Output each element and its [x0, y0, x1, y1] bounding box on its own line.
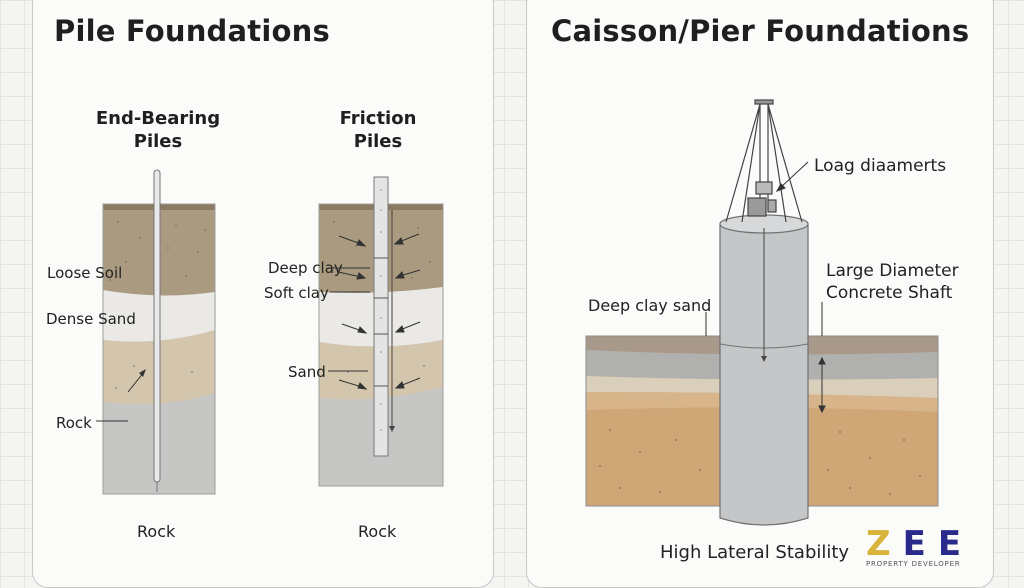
- deep-clay-label: Deep clay: [268, 259, 343, 277]
- logo-tagline: PROPERTY DEVELOPER: [866, 560, 961, 568]
- rock-side-label: Rock: [56, 414, 92, 432]
- deep-clay-sand-label: Deep clay sand: [588, 296, 712, 315]
- end-bearing-title-line1: End-Bearing: [95, 108, 221, 129]
- sand-label: Sand: [288, 363, 326, 381]
- large-diameter-label: Large Diameter Concrete Shaft: [826, 260, 959, 304]
- friction-title-line2: Piles: [353, 131, 403, 152]
- end-bearing-title: End-Bearing Piles: [88, 107, 228, 153]
- rock-bottom-left-label: Rock: [137, 522, 176, 541]
- end-bearing-arrow: [127, 369, 146, 393]
- drilling-rig: [725, 99, 803, 223]
- end-bearing-title-line2: Piles: [133, 131, 183, 152]
- friction-title: Friction Piles: [318, 107, 438, 153]
- caisson-leaders: [705, 161, 826, 414]
- zee-logo: ZEE PROPERTY DEVELOPER: [866, 526, 1008, 572]
- rock-bottom-right-label: Rock: [358, 522, 397, 541]
- load-diameters-label: Loag diaamerts: [814, 156, 947, 176]
- soft-clay-label: Soft clay: [264, 284, 329, 302]
- end-bearing-pile: [153, 169, 161, 492]
- dense-sand-label: Dense Sand: [46, 310, 136, 328]
- large-diameter-line1: Large Diameter: [826, 261, 959, 281]
- friction-pile: [373, 176, 395, 457]
- high-lateral-stability-label: High Lateral Stability: [660, 542, 850, 563]
- loose-soil-label: Loose Soil: [47, 264, 123, 282]
- concrete-shaft: [719, 214, 809, 526]
- large-diameter-line2: Concrete Shaft: [826, 283, 953, 303]
- logo-ee: EE: [902, 524, 974, 564]
- caisson-foundations-title: Caisson/Pier Foundations: [551, 14, 970, 48]
- friction-arrows: [328, 233, 421, 390]
- logo-z-mark: Z: [866, 524, 903, 564]
- logo-letters: ZEE: [866, 526, 973, 562]
- pile-foundations-title: Pile Foundations: [54, 14, 330, 48]
- friction-title-line1: Friction: [339, 108, 417, 129]
